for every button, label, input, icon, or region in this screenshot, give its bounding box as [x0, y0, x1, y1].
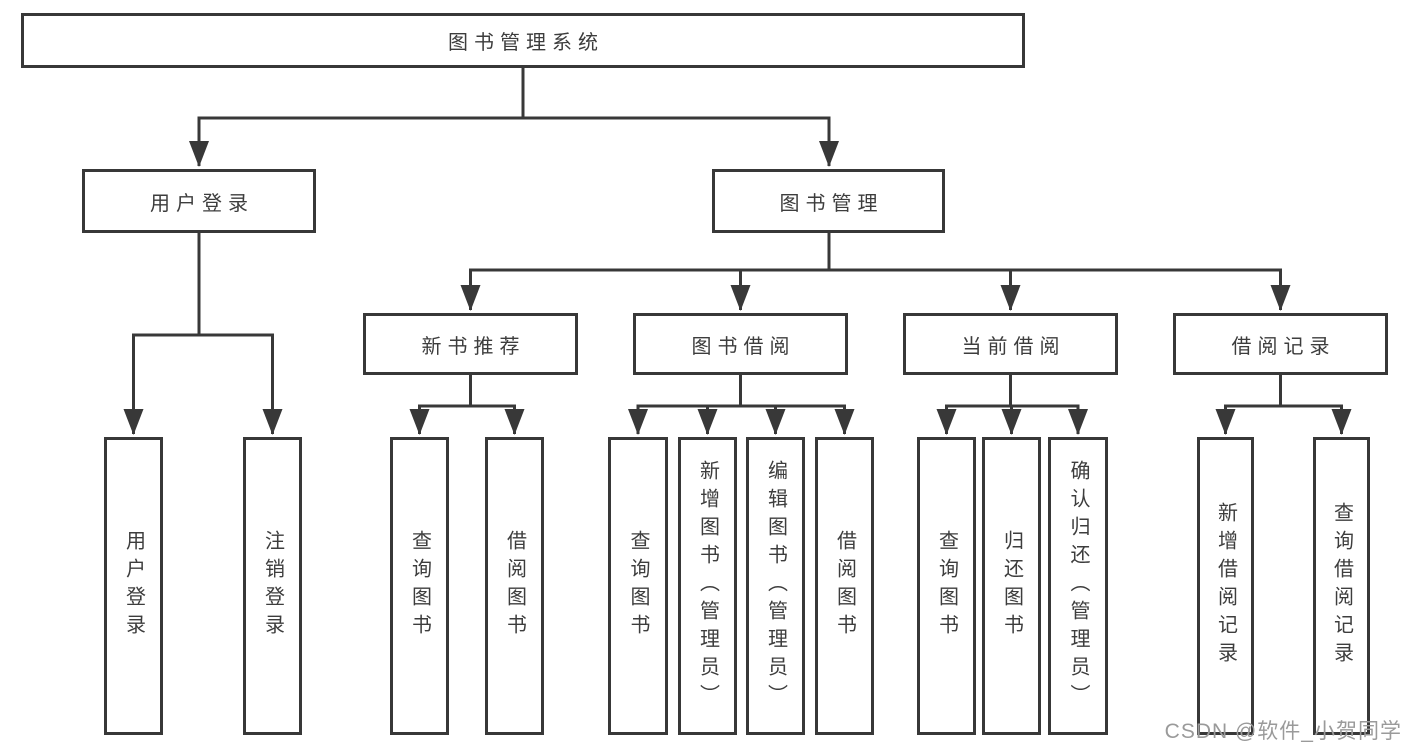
- connector-root-to-level2: [189, 66, 839, 167]
- node-label: 确认归还（管理员）: [1067, 460, 1089, 712]
- leaf-newbook-borrow: 借阅图书: [485, 437, 544, 735]
- leaf-newbook-query: 查询图书: [390, 437, 449, 735]
- node-label: 图书借阅: [691, 335, 796, 358]
- node-label: 注销登录: [261, 530, 284, 642]
- node-label: 用户登录: [122, 530, 145, 642]
- leaf-current-confirm-admin: 确认归还（管理员）: [1048, 437, 1108, 735]
- leaf-borrow-book: 借阅图书: [815, 437, 874, 735]
- node-label: 新增图书（管理员）: [696, 460, 719, 712]
- node-label: 归还图书: [1000, 530, 1023, 642]
- node-label: 查询图书: [627, 530, 649, 642]
- node-label: 借阅图书: [833, 530, 856, 642]
- connector-record-to-leaves: [1215, 373, 1352, 435]
- leaf-borrow-add-admin: 新增图书（管理员）: [678, 437, 737, 735]
- node-label: 查询借阅记录: [1330, 502, 1353, 670]
- leaf-logout: 注销登录: [243, 437, 302, 735]
- watermark: CSDN @软件_小贺同学: [1164, 720, 1402, 743]
- leaf-record-add: 新增借阅记录: [1197, 437, 1254, 735]
- node-book-borrowing: 图书借阅: [633, 313, 848, 375]
- connector-bookmgmt-to-level3: [460, 231, 1291, 311]
- node-label: 图书管理: [779, 192, 884, 215]
- node-new-book-recommend: 新书推荐: [363, 313, 578, 375]
- node-user-login: 用户登录: [82, 169, 316, 233]
- node-label: 借阅记录: [1231, 335, 1336, 358]
- leaf-record-query: 查询借阅记录: [1313, 437, 1370, 735]
- node-label: 新书推荐: [421, 335, 526, 358]
- leaf-current-return: 归还图书: [982, 437, 1041, 735]
- node-label: 图书管理系统: [448, 32, 604, 54]
- node-label: 用户登录: [150, 192, 254, 215]
- node-label: 查询图书: [935, 530, 958, 642]
- node-label: 当前借阅: [961, 335, 1066, 358]
- node-label: 借阅图书: [503, 530, 526, 642]
- node-book-management: 图书管理: [712, 169, 945, 233]
- node-root: 图书管理系统: [21, 13, 1025, 68]
- leaf-borrow-edit-admin: 编辑图书（管理员）: [746, 437, 805, 735]
- node-current-borrowing: 当前借阅: [903, 313, 1118, 375]
- leaf-current-query: 查询图书: [917, 437, 976, 735]
- node-label: 查询图书: [408, 530, 431, 642]
- leaf-user-login: 用户登录: [104, 437, 163, 735]
- connector-newbook-to-leaves: [409, 373, 525, 435]
- connector-borrow-to-leaves: [628, 373, 855, 435]
- node-label: 新增借阅记录: [1214, 502, 1237, 670]
- connector-userlogin-to-leaves: [123, 231, 283, 435]
- connector-current-to-leaves: [936, 373, 1088, 435]
- node-borrowing-records: 借阅记录: [1173, 313, 1388, 375]
- node-label: 编辑图书（管理员）: [764, 460, 787, 712]
- leaf-borrow-query: 查询图书: [608, 437, 668, 735]
